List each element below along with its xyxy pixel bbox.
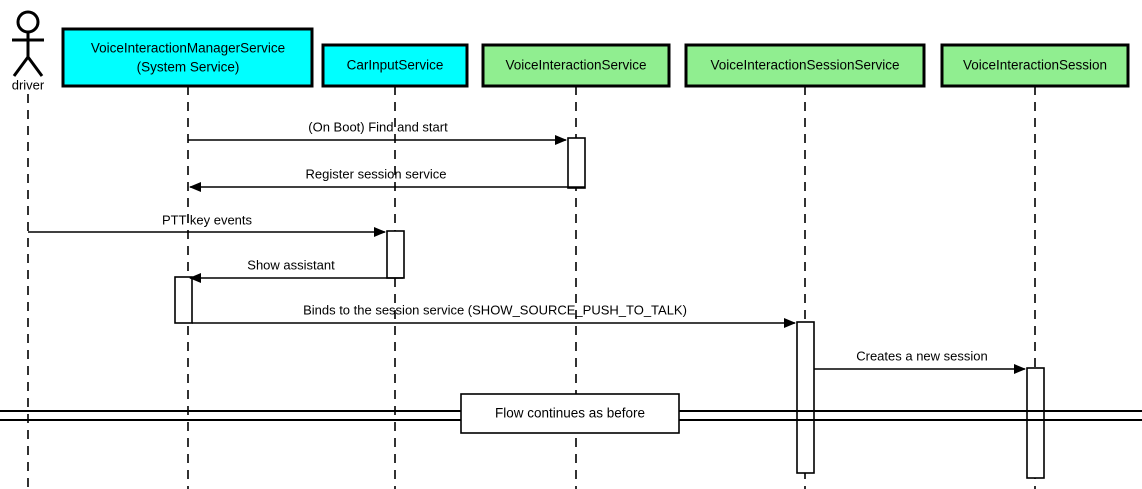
actor-driver[interactable]: driver xyxy=(12,10,45,92)
activation-voiceinteractionsession-1 xyxy=(1026,367,1045,479)
activation-carinputservice-1 xyxy=(386,230,405,279)
messages-group: (On Boot) Find and start Register sessio… xyxy=(28,119,1026,374)
message-ptt-key-events-label: PTT key events xyxy=(162,212,253,227)
participant-carinputservice-box[interactable] xyxy=(321,43,469,88)
participant-voiceinteractionsession-label: VoiceInteractionSession xyxy=(963,58,1107,73)
participant-voiceinteractionservice-box[interactable] xyxy=(481,43,671,88)
message-ptt-key-events[interactable]: PTT key events xyxy=(28,212,386,237)
flow-divider-label: Flow continues as before xyxy=(495,406,645,421)
activation-voiceinteractionservice-1 xyxy=(567,137,586,189)
message-creates-new-session-label: Creates a new session xyxy=(856,348,988,363)
message-register-session-service[interactable]: Register session service xyxy=(189,166,585,192)
message-find-and-start[interactable]: (On Boot) Find and start xyxy=(188,119,567,145)
actor-label: driver xyxy=(12,77,45,92)
participant-voiceinteractionsessionservice-box[interactable] xyxy=(684,43,926,88)
participant-voiceinteractionservice-label: VoiceInteractionService xyxy=(505,58,646,73)
participant-vims-label-line1: VoiceInteractionManagerService xyxy=(91,41,285,56)
participant-voiceinteractionsessionservice[interactable]: VoiceInteractionSessionService xyxy=(684,43,926,88)
participant-voiceinteractionsession-box[interactable] xyxy=(940,43,1130,88)
participant-vims-box[interactable] xyxy=(61,27,314,88)
participant-boxes-group: VoiceInteractionManagerService (System S… xyxy=(61,27,1130,88)
activation-voiceinteractionsessionservice-1 xyxy=(796,321,815,474)
actor-head-icon xyxy=(16,10,40,34)
message-binds-to-session-service-label: Binds to the session service (SHOW_SOURC… xyxy=(303,302,687,317)
flow-divider: Flow continues as before xyxy=(0,393,1142,434)
participant-voiceinteractionservice[interactable]: VoiceInteractionService xyxy=(481,43,671,88)
activation-bars-group xyxy=(174,137,1045,479)
participant-vims[interactable]: VoiceInteractionManagerService (System S… xyxy=(61,27,314,88)
participant-carinputservice[interactable]: CarInputService xyxy=(321,43,469,88)
message-find-and-start-label: (On Boot) Find and start xyxy=(308,119,448,134)
message-show-assistant-label: Show assistant xyxy=(247,257,335,272)
message-show-assistant[interactable]: Show assistant xyxy=(189,257,403,283)
message-register-session-service-label: Register session service xyxy=(306,166,447,181)
message-binds-to-session-service[interactable]: Binds to the session service (SHOW_SOURC… xyxy=(192,302,796,328)
participant-voiceinteractionsessionservice-label: VoiceInteractionSessionService xyxy=(710,58,899,73)
actor-leg-right-icon xyxy=(26,56,44,77)
message-creates-new-session[interactable]: Creates a new session xyxy=(814,348,1026,374)
activation-vims-1 xyxy=(174,276,193,324)
participant-vims-label-line2: (System Service) xyxy=(137,60,240,75)
actor-leg-left-icon xyxy=(12,56,30,77)
participant-voiceinteractionsession[interactable]: VoiceInteractionSession xyxy=(940,43,1130,88)
flow-divider-note-box xyxy=(460,393,680,434)
participant-carinputservice-label: CarInputService xyxy=(347,58,444,73)
